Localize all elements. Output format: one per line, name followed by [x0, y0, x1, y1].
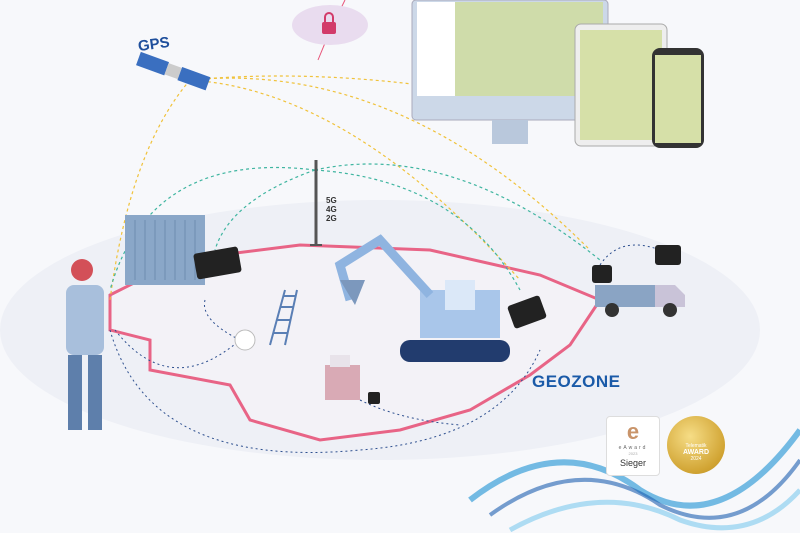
- cellular-paths: [109, 163, 601, 291]
- telematik-year: 2024: [690, 456, 702, 462]
- ladder-icon: [269, 289, 298, 346]
- worker-icon: [66, 259, 104, 430]
- network-labels: 5G 4G 2G: [326, 196, 337, 223]
- telematik-name: Telematik: [685, 443, 707, 449]
- eaward-title: eAward: [618, 445, 648, 451]
- tracker-device-icon: [193, 245, 681, 404]
- telematik-award-badge: Telematik AWARD 2024: [667, 416, 725, 474]
- monitor-icon: [411, 0, 609, 144]
- cloud-lock-icon: [292, 5, 368, 45]
- container-icon: [125, 215, 205, 285]
- network-4g: 4G: [326, 205, 337, 214]
- eaward-badge: e eAward 2023 Sieger: [606, 416, 660, 476]
- pickup-truck-icon: [595, 285, 685, 317]
- eaward-status: Sieger: [619, 458, 646, 468]
- phone-icon: [652, 48, 704, 148]
- tool-cart-icon: [325, 355, 360, 400]
- geozone-label: GEOZONE: [532, 372, 621, 391]
- telematik-title: AWARD: [682, 449, 710, 456]
- satellite-icon: [136, 51, 211, 91]
- device-paths: [109, 244, 661, 453]
- tablet-icon: [574, 23, 668, 147]
- wave-decoration-icon: [468, 428, 800, 533]
- gps-signal-paths: [109, 75, 591, 301]
- excavator-icon: [334, 234, 510, 362]
- eaward-logo: e: [626, 419, 640, 444]
- cell-tower-icon: [310, 160, 322, 246]
- eaward-year: 2023: [628, 451, 638, 456]
- network-5g: 5G: [326, 196, 337, 205]
- network-2g: 2G: [326, 214, 337, 223]
- tag-device-icon: [234, 329, 256, 351]
